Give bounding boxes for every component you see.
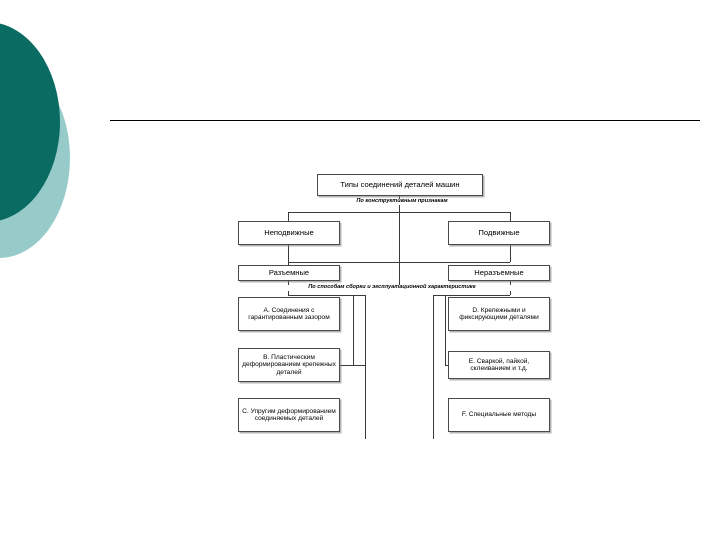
node-leaf-e-label: Е. Сваркой, пайкой, склеиванием и т.д. <box>468 357 530 372</box>
node-leaf-e[interactable]: Е. Сваркой, пайкой, склеиванием и т.д. <box>448 351 550 379</box>
node-leaf-d-label: D. Крепежными и фиксирующими деталями <box>459 306 539 321</box>
node-nepodvizhnye-label: Неподвижные <box>264 227 314 237</box>
node-leaf-a-label: А. Соединения с гарантированным зазором <box>248 306 330 321</box>
connector-left-l2-l3-drop <box>288 245 289 262</box>
node-leaf-b-label: В. Пластическим деформированием крепежны… <box>242 353 336 376</box>
connector-left-leaf-spine <box>365 295 366 439</box>
connector-central-spine <box>399 212 400 290</box>
connector-right-leaf-bus <box>433 295 510 296</box>
node-nepodvizhnye[interactable]: Неподвижные <box>238 221 340 245</box>
connector-level2-right-drop <box>510 212 511 222</box>
connector-right-leaf-spine <box>433 295 434 439</box>
node-leaf-f[interactable]: F. Специальные методы <box>448 398 550 432</box>
connector-right-leaf-inner-spine <box>445 295 446 365</box>
node-leaf-a[interactable]: А. Соединения с гарантированным зазором <box>238 297 340 331</box>
node-leaf-c[interactable]: С. Упругим деформированием соединяемых д… <box>238 398 340 432</box>
node-podvizhnye[interactable]: Подвижные <box>448 221 550 245</box>
node-nerazyemnye-label: Неразъемные <box>474 267 524 277</box>
node-podvizhnye-label: Подвижные <box>478 227 520 237</box>
node-root-label: Типы соединений деталей машин <box>340 179 460 189</box>
connector-left-leaf-bus <box>288 295 365 296</box>
caption-assembly-methods: По способам сборки и эксплуатационной ха… <box>253 284 531 291</box>
node-razyemnye-label: Разъемные <box>268 267 310 277</box>
connector-right-l2-l3-drop <box>510 245 511 262</box>
connector-left-leaf-inner-spine <box>353 295 354 365</box>
title-divider-rule <box>110 120 700 121</box>
node-leaf-d[interactable]: D. Крепежными и фиксирующими деталями <box>448 297 550 331</box>
connector-level3-left-drop <box>288 262 289 266</box>
node-leaf-c-label: С. Упругим деформированием соединяемых д… <box>242 407 336 422</box>
node-leaf-f-label: F. Специальные методы <box>461 411 537 419</box>
caption-constructive-criteria: По конструктивным признакам <box>337 198 467 205</box>
node-leaf-b[interactable]: В. Пластическим деформированием крепежны… <box>238 348 340 382</box>
node-nerazyemnye[interactable]: Неразъемные <box>448 265 550 281</box>
node-razyemnye[interactable]: Разъемные <box>238 265 340 281</box>
node-root[interactable]: Типы соединений деталей машин <box>317 174 483 196</box>
connector-level2-left-drop <box>288 212 289 222</box>
connector-left-leaf-b-branch <box>340 365 366 366</box>
connector-level3-bus <box>288 262 510 263</box>
